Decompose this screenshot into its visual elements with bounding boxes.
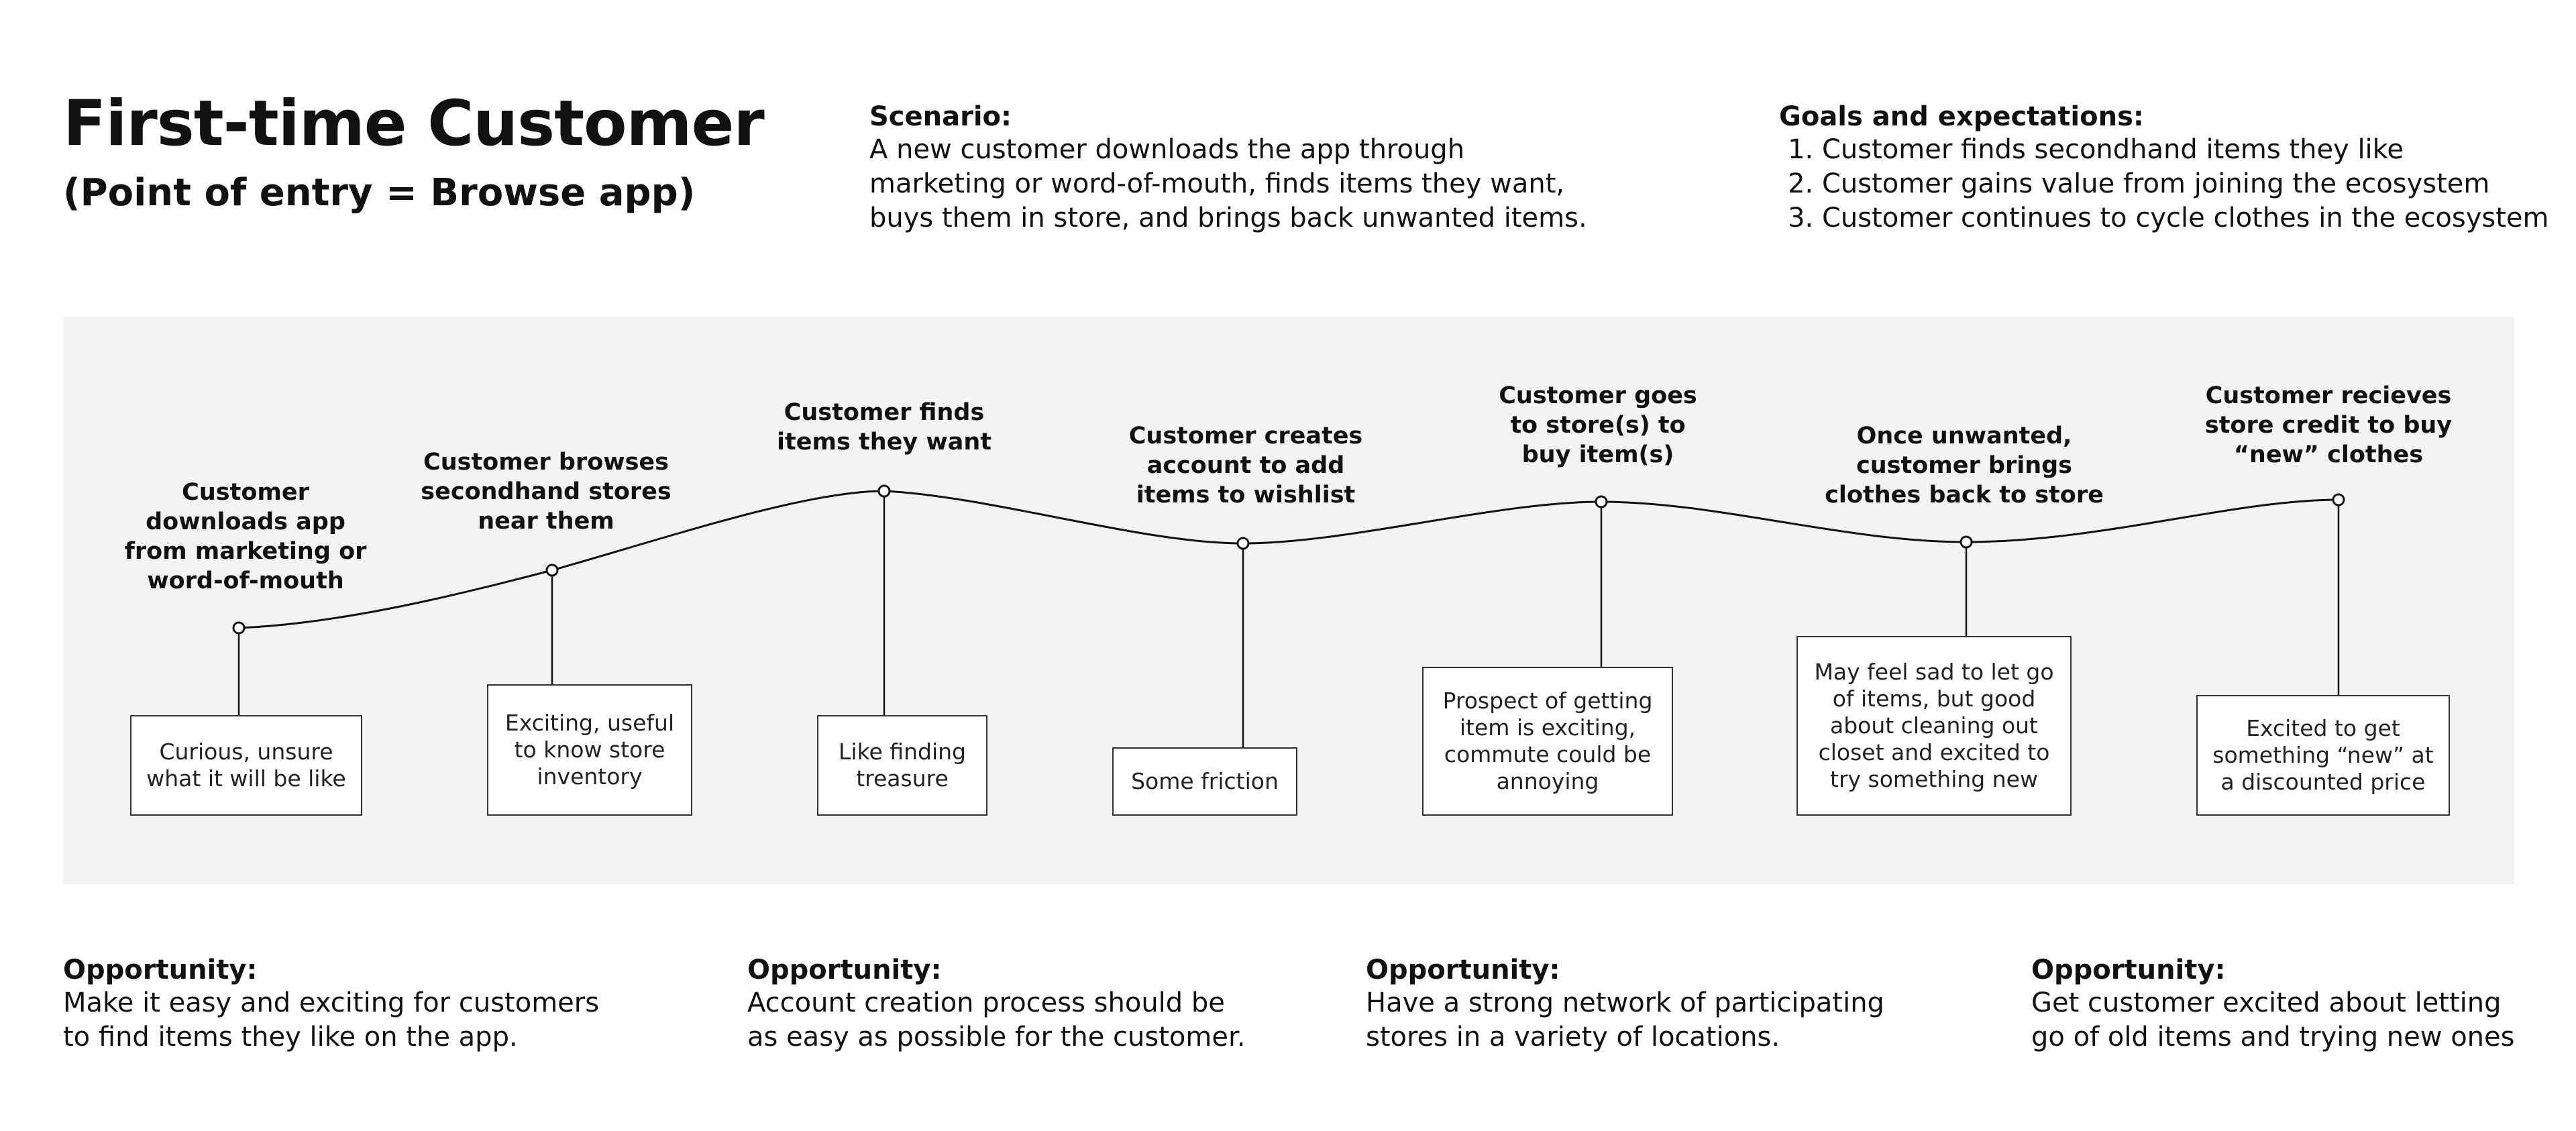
goals-list: Customer finds secondhand items they lik… xyxy=(1779,133,2571,235)
goals-section: Goals and expectations: Customer finds s… xyxy=(1779,101,2571,235)
emotion-box: Exciting, useful to know store inventory xyxy=(487,684,692,816)
stage-marker xyxy=(1595,495,1608,508)
opportunity-heading: Opportunity: xyxy=(1366,955,1560,985)
opportunity-block: Opportunity: Account creation process sh… xyxy=(747,954,1245,1055)
stage-marker xyxy=(2332,493,2345,506)
stage-label: Customer creates account to add items to… xyxy=(1128,423,1363,508)
stage-marker xyxy=(545,563,559,577)
stage-label: Customer goes to store(s) to buy item(s) xyxy=(1499,382,1697,468)
stage-label: Customer finds items they want xyxy=(777,399,991,455)
scenario-text: A new customer downloads the app through… xyxy=(869,134,1587,233)
emotion-box: May feel sad to let go of items, but goo… xyxy=(1796,636,2072,816)
scenario-section: Scenario: A new customer downloads the a… xyxy=(869,101,1607,235)
page-subtitle: (Point of entry = Browse app) xyxy=(63,171,696,215)
goals-heading: Goals and expectations: xyxy=(1779,101,2144,132)
stage-marker xyxy=(232,621,246,635)
stage-marker xyxy=(1960,535,1973,549)
stage-label: Customer recieves store credit to buy “n… xyxy=(2204,382,2453,468)
opportunity-text: Get customer excited about letting go of… xyxy=(2031,987,2515,1053)
emotion-box: Like finding treasure xyxy=(817,715,987,816)
opportunity-block: Opportunity: Make it easy and exciting f… xyxy=(63,954,599,1055)
stage-connectors xyxy=(237,491,2340,747)
opportunity-heading: Opportunity: xyxy=(63,955,258,985)
opportunity-text: Have a strong network of participating s… xyxy=(1366,987,1884,1053)
goal-item: Customer finds secondhand items they lik… xyxy=(1822,133,2571,167)
goal-item: Customer gains value from joining the ec… xyxy=(1822,167,2571,201)
opportunity-text: Make it easy and exciting for customers … xyxy=(63,987,600,1053)
stage-marker xyxy=(877,484,891,498)
stage-label: Once unwanted, customer brings clothes b… xyxy=(1825,423,2104,508)
scenario-heading: Scenario: xyxy=(869,101,1012,132)
stage-label: Customer downloads app from marketing or… xyxy=(124,479,367,594)
emotion-box: Some friction xyxy=(1112,747,1297,816)
stage-marker xyxy=(1236,537,1250,550)
stage-markers xyxy=(232,484,2345,635)
emotion-box: Excited to get something “new” at a disc… xyxy=(2196,695,2450,816)
opportunity-block: Opportunity: Get customer excited about … xyxy=(2031,954,2514,1055)
opportunity-heading: Opportunity: xyxy=(2031,955,2226,985)
opportunity-text: Account creation process should be as ea… xyxy=(747,987,1246,1053)
opportunity-heading: Opportunity: xyxy=(747,955,942,985)
emotion-box: Prospect of getting item is exciting, co… xyxy=(1422,667,1673,816)
stage-label: Customer browses secondhand stores near … xyxy=(421,449,672,535)
goal-item: Customer continues to cycle clothes in t… xyxy=(1822,201,2571,235)
page-title: First-time Customer xyxy=(63,87,765,160)
opportunity-block: Opportunity: Have a strong network of pa… xyxy=(1366,954,1884,1055)
emotion-box: Curious, unsure what it will be like xyxy=(130,715,362,816)
